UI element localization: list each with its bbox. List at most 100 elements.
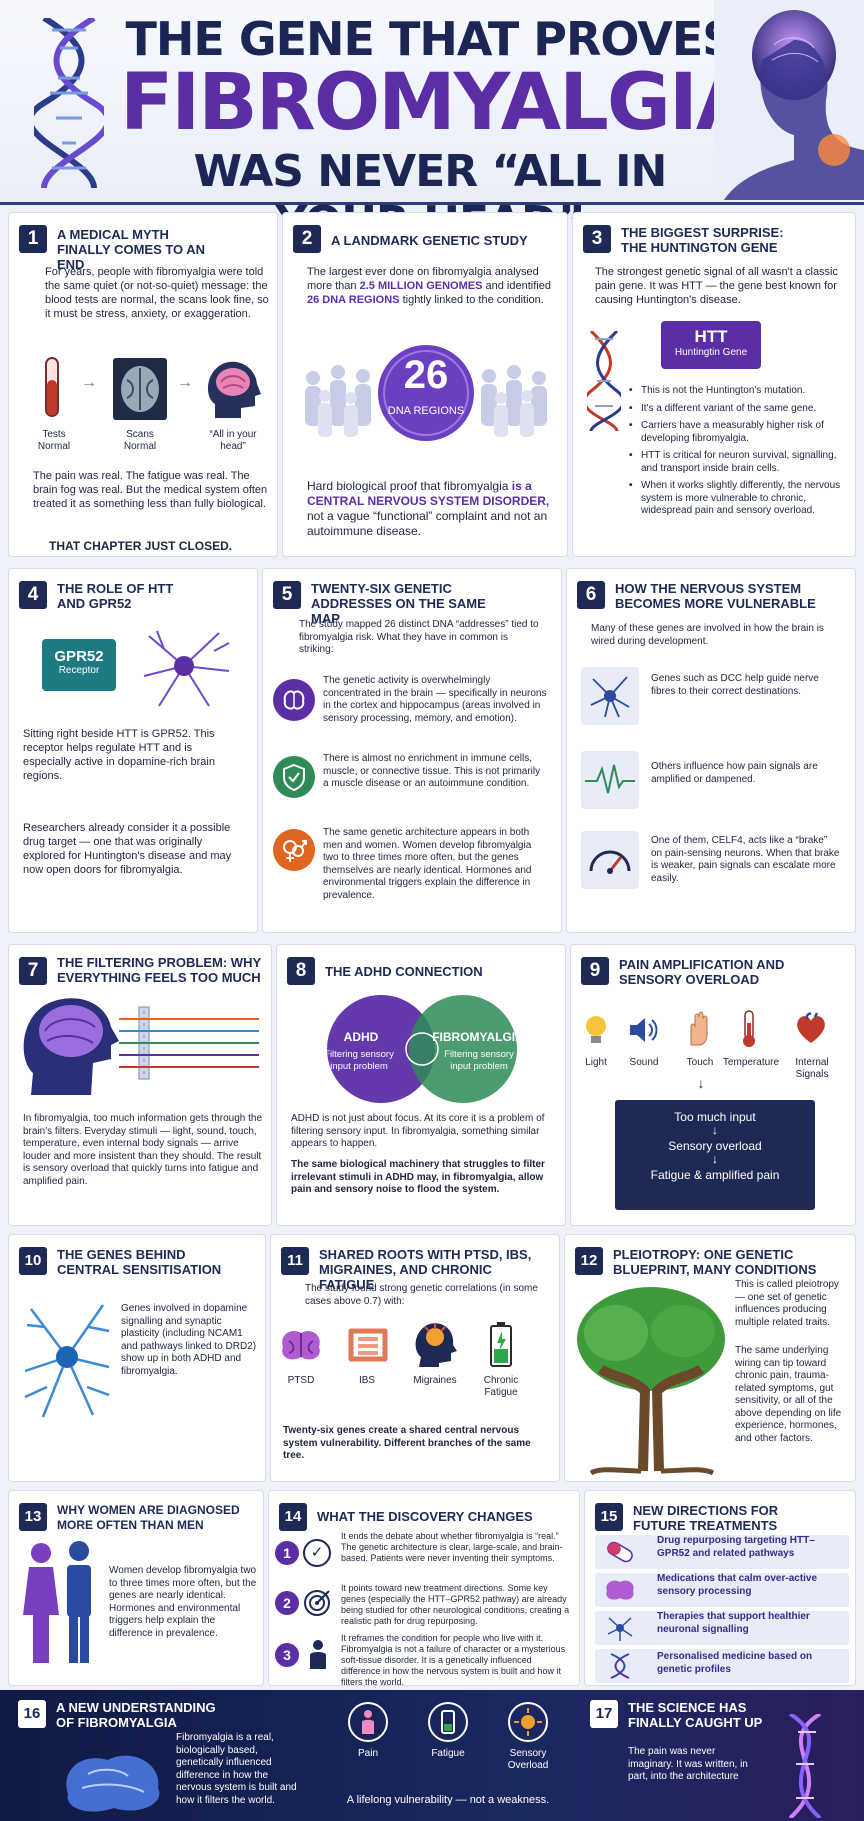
bottom-caption: A lifelong vulnerability — not a weaknes… [346, 1794, 550, 1806]
migraine-head-icon [415, 1323, 457, 1367]
list-item-text: Others influence how pain signals are am… [651, 761, 818, 785]
panel-1: 1 A MEDICAL MYTH FINALLY COMES TO AN END… [8, 212, 278, 557]
panel-17: 17 THE SCIENCE HAS FINALLY CAUGHT UP The… [580, 1694, 856, 1818]
pill-capsule-icon [607, 1541, 633, 1563]
list-item-text: Personalised medicine based on genetic p… [657, 1651, 813, 1675]
icon-label: Pain [357, 1748, 378, 1759]
flow-step: Sensory overload [668, 1139, 762, 1153]
panel-body: The pain was real. The fatigue was real.… [33, 470, 268, 510]
panel-6: 6 HOW THE NERVOUS SYSTEM BECOMES MORE VU… [566, 568, 856, 933]
shield-check-icon [273, 756, 315, 798]
icon-label-tests: Tests Normal [37, 429, 71, 452]
panel-10: 10 THE GENES BEHIND CENTRAL SENSITISATIO… [8, 1234, 266, 1482]
icon-label: Sound [629, 1057, 659, 1068]
glowing-brain-icon [66, 1755, 160, 1812]
panel-title: THE GENES BEHIND CENTRAL SENSITISATION [57, 1247, 222, 1277]
list-item-text: Medications that calm over-active sensor… [657, 1573, 818, 1597]
badge-title: GPR52 [54, 648, 104, 665]
list-item-text: One of them, CELF4, acts like a “brake” … [651, 835, 840, 884]
list-item: Carriers have a measurably higher risk o… [629, 420, 851, 445]
brain-icon [282, 1330, 320, 1360]
arrow-down-icon: ↓ [697, 1075, 705, 1091]
panel-title: A LANDMARK GENETIC STUDY [331, 233, 528, 248]
icon-label-head: “All in your head” [209, 429, 257, 452]
panel-number: 8 [287, 957, 315, 985]
panel-number: 6 [577, 581, 605, 609]
list-item-text: It reframes the condition for people who… [341, 1633, 566, 1686]
panel-number: 14 [279, 1503, 307, 1531]
icon-label: Fatigue [431, 1748, 465, 1759]
header-line-2: FIBROMYALGIA [120, 58, 756, 148]
panel-closing: Twenty-six genes create a shared central… [283, 1425, 531, 1461]
icon-label-scans: Scans Normal [123, 429, 157, 452]
panel-title: THE ADHD CONNECTION [325, 964, 483, 979]
panel-number: 13 [19, 1503, 47, 1531]
panel-number: 17 [590, 1700, 618, 1728]
panel-9: 9 PAIN AMPLIFICATION AND SENSORY OVERLOA… [570, 944, 856, 1226]
dna-icon [610, 1653, 630, 1679]
woman-man-icon [23, 1541, 91, 1663]
badge-subtitle: Receptor [58, 665, 100, 676]
panel-intro: The study mapped 26 distinct DNA “addres… [299, 619, 539, 655]
head-brain-icon [207, 361, 261, 418]
brain-icon [273, 679, 315, 721]
step-number: 3 [275, 1643, 299, 1667]
list-item-text: There is almost no enrichment in immune … [323, 753, 541, 789]
panel-5: 5 TWENTY-SIX GENETIC ADDRESSES ON THE SA… [262, 568, 562, 933]
panel-7: 7 THE FILTERING PROBLEM: WHY EVERYTHING … [8, 944, 272, 1226]
tree-icon [577, 1287, 725, 1476]
heart-organ-icon [797, 1012, 825, 1043]
panel-intro: For years, people with fibromyalgia were… [45, 266, 269, 320]
lightbulb-icon [586, 1016, 606, 1043]
panel-body: In fibromyalgia, too much information ge… [23, 1113, 263, 1187]
list-item: Medications that calm over-active sensor… [595, 1573, 849, 1607]
overload-flow-box: Too much input ↓ Sensory overload ↓ Fati… [615, 1100, 815, 1210]
bullet-list: This is not the Huntington's mutation. I… [629, 385, 851, 523]
neuron-icon [143, 630, 230, 707]
panel-11: 11 SHARED ROOTS WITH PTSD, IBS, MIGRAINE… [270, 1234, 560, 1482]
panel-2: 2 A LANDMARK GENETIC STUDY The largest e… [282, 212, 568, 557]
panel-intro: Many of these genes are involved in how … [591, 623, 824, 647]
icon-label: Touch [686, 1057, 714, 1068]
panel-12: 12 PLEIOTROPY: ONE GENETIC BLUEPRINT, MA… [564, 1234, 856, 1482]
panel-4: 4 THE ROLE OF HTT AND GPR52 GPR52 Recept… [8, 568, 258, 933]
panel-body-2: Researchers already consider it a possib… [23, 822, 232, 876]
check-circle-icon: ✓ [303, 1539, 331, 1567]
venn-right-subtitle: Filtering sensory input problem [444, 1049, 514, 1072]
list-item: When it works slightly differently, the … [629, 480, 851, 518]
crowd-illustration [305, 345, 547, 441]
list-item: This is not the Huntington's mutation. [629, 385, 851, 398]
panel-title: THE ROLE OF HTT AND GPR52 [57, 581, 174, 611]
icon-label: PTSD [287, 1375, 315, 1386]
dna-regions-label: DNA REGIONS [387, 405, 465, 417]
panel-title: A NEW UNDERSTANDING OF FIBROMYALGIA [56, 1700, 216, 1730]
list-item: Personalised medicine based on genetic p… [595, 1649, 849, 1683]
neuron-icon [607, 1617, 633, 1641]
icon-label: Sensory Overload [507, 1748, 549, 1771]
icon-label: Internal Signals [795, 1057, 829, 1080]
panel-3: 3 THE BIGGEST SURPRISE: THE HUNTINGTON G… [572, 212, 856, 557]
test-tube-icon [45, 357, 59, 417]
list-item-text: The same genetic architecture appears in… [323, 827, 532, 901]
dna-regions-number: 26 [403, 353, 449, 397]
icon-label: Temperature [722, 1057, 780, 1068]
intestine-icon [348, 1328, 388, 1362]
list-item-text: It ends the debate about whether fibromy… [341, 1531, 563, 1563]
panel-closing: THAT CHAPTER JUST CLOSED. [49, 539, 233, 553]
panel-body: Hard biological proof that fibromyalgia … [307, 479, 550, 538]
list-item: HTT is critical for neuron survival, sig… [629, 450, 851, 475]
badge-title: HTT [694, 327, 728, 346]
pulse-icon-box [581, 751, 639, 809]
list-item-text: Drug repurposing targeting HTT–GPR52 and… [657, 1535, 815, 1559]
panel-intro: The strongest genetic signal of all wasn… [595, 266, 838, 306]
panel-number: 4 [19, 581, 47, 609]
panel-intro: The largest ever done on fibromyalgia an… [307, 266, 551, 306]
brain-scan-icon [113, 358, 167, 420]
list-item-text: The genetic activity is overwhelmingly c… [323, 675, 547, 724]
venn-right-title: FIBROMYALGIA [432, 1030, 524, 1044]
panel-number: 16 [18, 1700, 46, 1728]
neuron-icon [590, 676, 630, 718]
panel-title: A MEDICAL MYTH FINALLY COMES TO AN END [57, 227, 206, 272]
hand-touch-icon [690, 1011, 708, 1046]
pain-icon [348, 1702, 388, 1742]
